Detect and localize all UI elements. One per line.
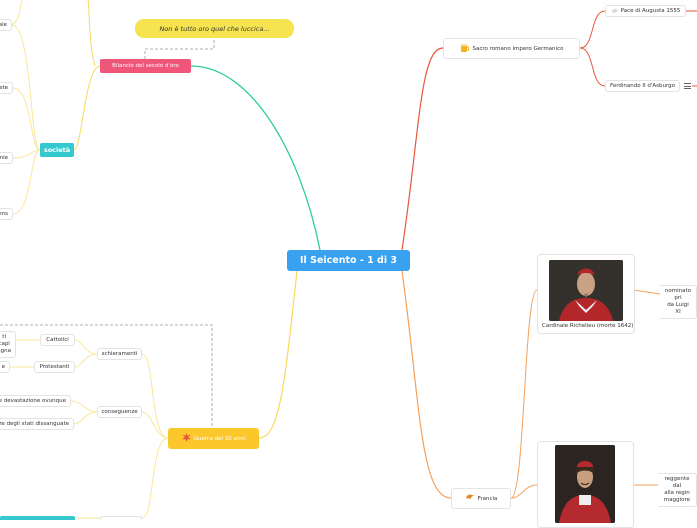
societa-item-1[interactable]: ale	[0, 19, 12, 31]
partial-topic-bar[interactable]	[0, 516, 75, 520]
list-icon[interactable]	[684, 83, 691, 89]
richelieu-note[interactable]: nominato pri da Luigi XI	[660, 285, 697, 319]
pace-augusta-node[interactable]: Pace di Augusta 1555	[605, 5, 686, 17]
mazarino-note-line-2: alla regin	[664, 490, 690, 496]
explosion-icon	[181, 433, 191, 444]
cattolici-detail-line-1: ti capi	[0, 334, 10, 347]
richelieu-note-line-2: da Luigi XI	[667, 302, 689, 315]
mazarino-note[interactable]: reggente dal alla regin maggiore	[658, 473, 697, 507]
pace-augusta-label: Pace di Augusta 1555	[620, 8, 681, 14]
richelieu-portrait	[549, 260, 623, 321]
richelieu-caption: Cardinale Richelieu (morte 1642)	[542, 323, 634, 329]
conseguenze-item-1[interactable]: e devastazione ovunque	[0, 395, 71, 407]
partial-node[interactable]	[100, 516, 142, 520]
ferdinando-node[interactable]: Ferdinando II d'Asburgo	[605, 80, 680, 92]
callout-note[interactable]: Non è tutto oro quel che luccica...	[135, 19, 294, 38]
mazarino-note-line-3: maggiore	[663, 497, 691, 503]
bilancio-topic[interactable]: Bilancio del secolo d'oro	[100, 59, 191, 73]
beer-mug-icon	[460, 43, 470, 55]
societa-item-2[interactable]: ste	[0, 82, 13, 94]
guerra-topic[interactable]: Guerra dei 30 anni	[168, 428, 259, 449]
guerra-label: Guerra dei 30 anni	[193, 435, 246, 442]
cattolici-detail-node[interactable]: ti capi agna	[0, 331, 16, 358]
conseguenze-node[interactable]: conseguenze	[97, 406, 142, 418]
schieramenti-node[interactable]: schieramenti	[97, 348, 142, 360]
croissant-icon	[465, 493, 475, 504]
mazarino-card[interactable]	[537, 441, 634, 528]
societa-item-3[interactable]: mie	[0, 152, 13, 164]
dove-icon	[611, 7, 618, 16]
cattolici-node[interactable]: Cattolici	[40, 334, 75, 346]
francia-label: Francia	[477, 495, 498, 502]
central-topic[interactable]: Il Seicento - 1 di 3	[287, 250, 410, 271]
richelieu-card[interactable]: Cardinale Richelieu (morte 1642)	[537, 254, 635, 334]
protestanti-detail-node[interactable]: e	[0, 361, 10, 373]
conseguenze-item-2[interactable]: zze degli stati dissanguate	[0, 418, 74, 430]
cattolici-detail-line-2: agna	[0, 348, 11, 354]
societa-item-4[interactable]: ens	[0, 208, 13, 220]
mazarino-note-line-1: reggente dal	[664, 476, 690, 489]
mazarino-portrait	[555, 445, 615, 523]
sacro-label: Sacro romano impero Germanico	[472, 45, 564, 52]
richelieu-note-line-1: nominato pri	[664, 288, 692, 301]
francia-topic[interactable]: Francia	[451, 488, 511, 509]
societa-topic[interactable]: società	[40, 143, 74, 157]
sacro-topic[interactable]: Sacro romano impero Germanico	[443, 38, 580, 59]
protestanti-node[interactable]: Protestanti	[34, 361, 75, 373]
